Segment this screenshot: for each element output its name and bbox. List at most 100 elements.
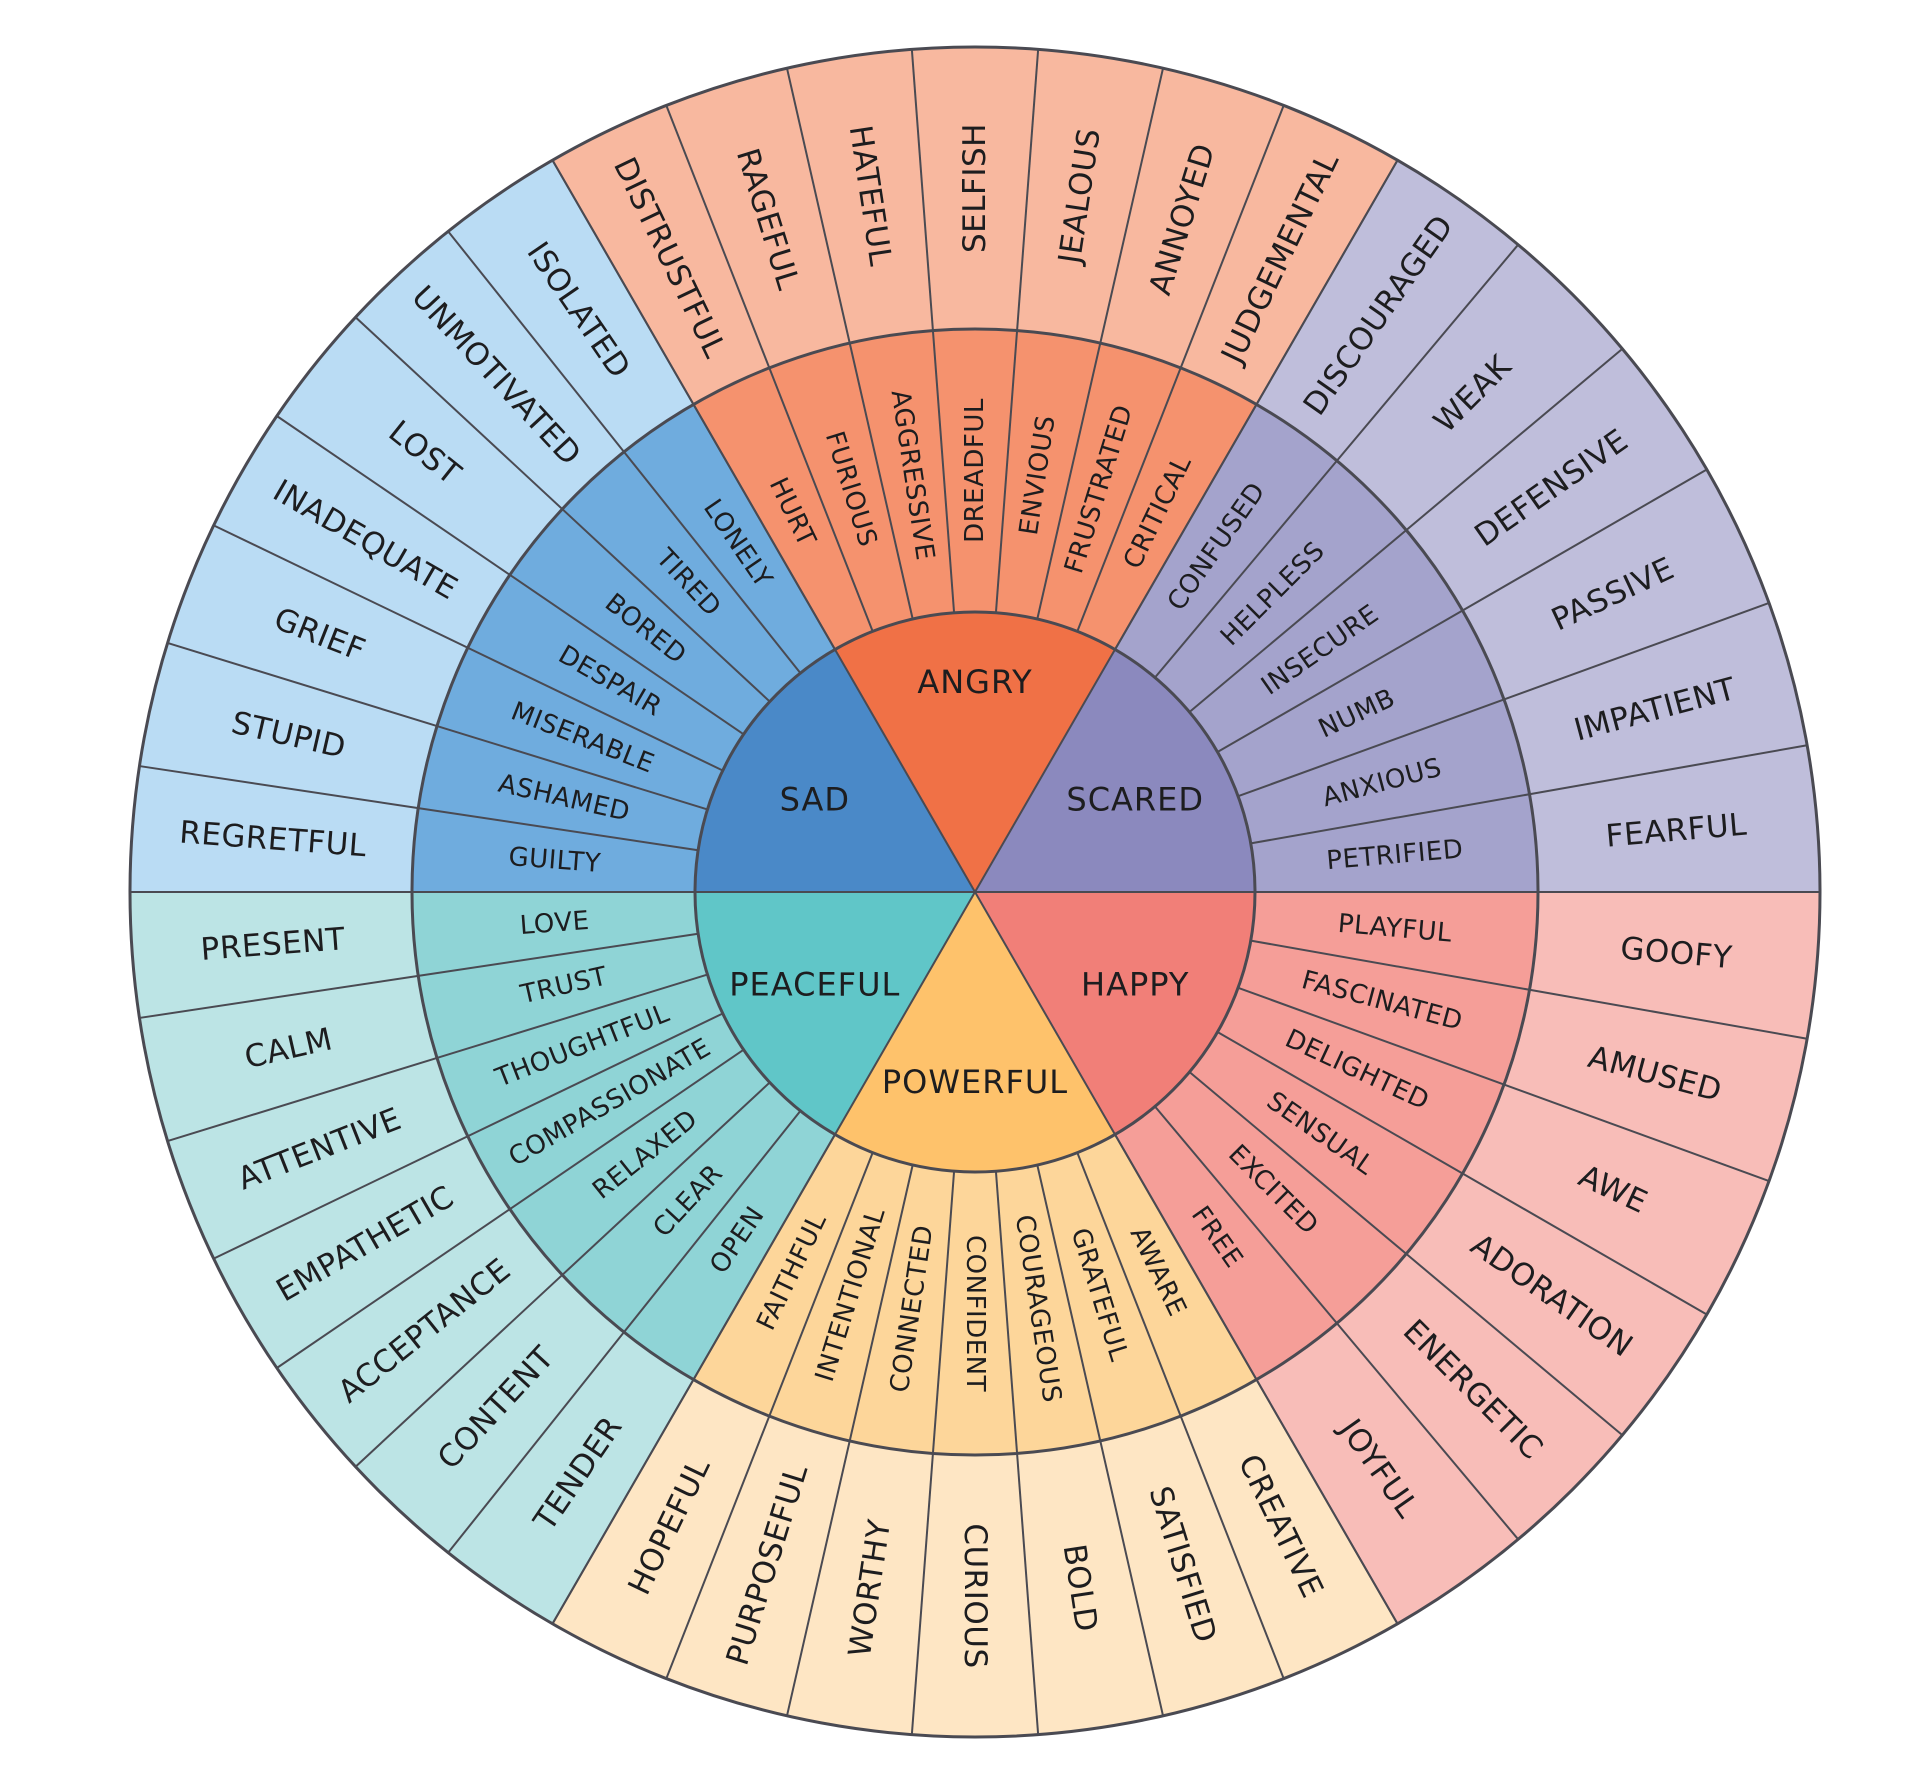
mid-divider — [1036, 1164, 1102, 1442]
mid-divider — [418, 932, 699, 977]
mid-segment-love — [412, 892, 699, 976]
mid-segment-playful — [1250, 892, 1538, 990]
mid-segment-aggressive — [849, 330, 955, 620]
outer-segment-inadequate — [213, 415, 510, 648]
mid-divider — [467, 1012, 724, 1138]
mid-divider — [994, 1171, 1019, 1454]
core-label-sad: SAD — [780, 781, 850, 819]
outer-segment-defensive — [1406, 348, 1707, 611]
mid-segment-hurt — [693, 367, 873, 650]
outer-divider — [1179, 105, 1285, 369]
mid-label-dreadful: DREADFUL — [960, 398, 990, 543]
mid-segment-grateful — [1037, 1152, 1181, 1441]
outer-divider — [1529, 744, 1808, 796]
outer-divider — [785, 1440, 851, 1717]
mid-segment-relaxed — [509, 1049, 770, 1275]
outer-segment-stupid — [139, 642, 438, 809]
outer-divider — [1099, 1440, 1165, 1717]
outer-divider — [1099, 67, 1165, 344]
outer-segment-discouraged — [1256, 160, 1519, 461]
core-ring-border — [693, 610, 1257, 1174]
outer-segment-energetic — [1336, 1253, 1623, 1540]
outer-divider — [213, 524, 469, 649]
mid-label-guilty: GUILTY — [507, 842, 602, 879]
core-wedge-scared — [975, 649, 1255, 892]
core-divider — [974, 891, 1399, 1625]
mid-divider — [848, 1164, 914, 1442]
outer-segment-empathetic — [213, 1136, 510, 1369]
outer-divider — [447, 1331, 625, 1554]
outer-segment-hateful — [786, 49, 933, 344]
outer-segment-worthy — [786, 1440, 933, 1735]
outer-segment-curious — [911, 1453, 1039, 1738]
outer-segment-selfish — [911, 46, 1039, 331]
outer-segment-unmotivated — [355, 231, 624, 510]
outer-divider — [276, 1208, 511, 1369]
mid-divider — [931, 330, 956, 613]
outer-segment-weak — [1336, 244, 1623, 531]
outer-divider — [665, 1415, 771, 1679]
mid-divider — [1216, 609, 1464, 753]
mid-divider — [418, 807, 699, 852]
outer-divider — [1529, 988, 1808, 1040]
outer-segment-judgemental — [1180, 105, 1398, 405]
outer-segment-content — [355, 1274, 624, 1553]
outer-segment-lost — [276, 317, 563, 575]
outer-divider — [1179, 1415, 1285, 1679]
outer-segment-joyful — [1256, 1323, 1519, 1624]
core-divider — [551, 891, 976, 1625]
mid-segment-delighted — [1217, 987, 1505, 1174]
mid-segment-confident — [932, 1171, 1018, 1456]
outer-segment-impatient — [1504, 602, 1808, 795]
outer-divider — [910, 1453, 934, 1735]
core-label-powerful: POWERFUL — [882, 1063, 1068, 1101]
mid-divider — [561, 1081, 771, 1276]
mid-divider — [1036, 342, 1102, 620]
mid-divider — [509, 574, 745, 736]
mid-divider — [848, 342, 914, 620]
mid-segment-courageous — [995, 1164, 1101, 1454]
core-label-peaceful: PEACEFUL — [729, 966, 900, 1004]
mid-segment-numb — [1217, 610, 1505, 797]
mid-divider — [1076, 367, 1182, 632]
mid-segment-frustrated — [1037, 343, 1181, 632]
mid-segment-faithful — [693, 1134, 873, 1417]
mid-segment-thoughtful — [437, 974, 723, 1137]
mid-segment-fascinated — [1238, 940, 1530, 1085]
mid-divider — [436, 973, 708, 1059]
outer-segment-distrustful — [552, 105, 770, 405]
outer-divider — [139, 974, 419, 1019]
outer-segment-jealous — [1017, 49, 1164, 344]
outer-divider — [1405, 348, 1623, 531]
outer-label-curious: CURIOUS — [957, 1523, 993, 1668]
core-label-scared: SCARED — [1066, 781, 1204, 819]
mid-segment-petrified — [1250, 794, 1538, 892]
mid-segment-trust — [418, 933, 708, 1058]
outer-divider — [139, 765, 419, 810]
core-wedge-peaceful — [695, 892, 975, 1135]
outer-segment-awe — [1462, 1084, 1770, 1315]
mid-segment-miserable — [437, 647, 723, 810]
mid-divider — [768, 367, 874, 632]
outer-divider — [1462, 468, 1708, 612]
outer-label-selfish: SELFISH — [957, 123, 993, 253]
core-wedge-powerful — [835, 892, 1115, 1173]
mid-segment-despair — [467, 574, 744, 771]
mid-segment-insecure — [1189, 530, 1463, 752]
mid-divider — [1216, 1031, 1464, 1175]
mid-segment-sensual — [1189, 1032, 1463, 1254]
mid-label-confident: CONFIDENT — [960, 1235, 990, 1392]
mid-divider — [623, 451, 802, 674]
outer-divider — [354, 1274, 563, 1468]
outer-divider — [1016, 49, 1040, 331]
outer-segment-attentive — [167, 1057, 468, 1259]
mid-divider — [768, 1152, 874, 1417]
mid-segment-bored — [509, 509, 770, 735]
outer-segment-creative — [1180, 1379, 1398, 1679]
mid-segment-compassionate — [467, 1013, 744, 1210]
mid-divider — [436, 725, 708, 811]
outer-divider — [1503, 602, 1770, 701]
outer-divider — [354, 316, 563, 510]
